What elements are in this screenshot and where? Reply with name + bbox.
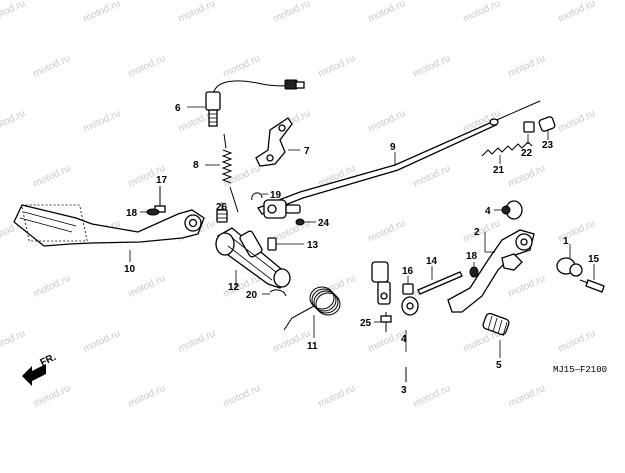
callout-5: 5 xyxy=(496,360,502,371)
watermark-text: motod.ru xyxy=(32,163,72,190)
watermark-text: motod.ru xyxy=(462,218,502,245)
watermark-text: motod.ru xyxy=(367,218,407,245)
watermark-text: motod.ru xyxy=(412,383,452,410)
watermark-text: motod.ru xyxy=(222,53,262,80)
watermark-text: motod.ru xyxy=(222,383,262,410)
callout-4-upper: 4 xyxy=(485,206,491,217)
watermark-text: motod.ru xyxy=(317,383,357,410)
callout-25: 25 xyxy=(360,318,372,329)
callout-21: 21 xyxy=(493,165,505,176)
watermark-text: motod.ru xyxy=(82,108,122,135)
watermark-text: motod.ru xyxy=(222,163,262,190)
watermark-text: motod.ru xyxy=(32,273,72,300)
callout-18-right: 18 xyxy=(466,251,478,262)
watermark-text: motod.ru xyxy=(82,0,122,25)
part-24-joint xyxy=(263,199,316,226)
callout-6: 6 xyxy=(175,103,181,114)
part-6-brake-switch xyxy=(187,79,305,127)
watermark-text: motod.ru xyxy=(507,273,547,300)
callout-8: 8 xyxy=(193,160,199,171)
part-10-pedal xyxy=(13,204,205,262)
part-4-joint-upper xyxy=(494,200,523,220)
callout-4-lower: 4 xyxy=(401,334,407,345)
callout-16: 16 xyxy=(402,266,414,277)
watermark-text: motod.ru xyxy=(367,108,407,135)
part-18-washer-right xyxy=(469,262,479,278)
watermark-text: motod.ru xyxy=(127,383,167,410)
callout-11: 11 xyxy=(307,341,318,352)
part-7-bracket xyxy=(255,117,300,167)
part-23-cap xyxy=(538,116,556,140)
callout-7: 7 xyxy=(304,146,310,157)
part-26-bolt xyxy=(216,202,228,223)
watermark-text: motod.ru xyxy=(317,273,357,300)
watermark-text: motod.ru xyxy=(507,53,547,80)
callout-23: 23 xyxy=(542,140,554,151)
watermark-text: motod.ru xyxy=(557,0,597,25)
watermark-text: motod.ru xyxy=(462,0,502,25)
part-14-bolt xyxy=(417,266,463,295)
callout-24: 24 xyxy=(318,218,330,229)
part-19-clip xyxy=(251,192,268,201)
watermark-text: motod.ru xyxy=(177,0,217,25)
part-1-collar xyxy=(556,244,583,277)
watermark-text: motod.ru xyxy=(367,0,407,25)
part-5-rubber xyxy=(482,312,510,358)
callout-26: 26 xyxy=(216,202,228,213)
watermark-text: motod.ru xyxy=(32,383,72,410)
part-4-joint-lower xyxy=(401,296,419,316)
part-13-pin xyxy=(267,237,304,251)
callout-14: 14 xyxy=(426,256,438,267)
callout-13: 13 xyxy=(307,240,319,251)
part-17-bolt xyxy=(154,186,166,213)
part-20-clip xyxy=(262,289,287,297)
watermark-text: motod.ru xyxy=(272,0,312,25)
callout-20: 20 xyxy=(246,290,258,301)
part-21-spring xyxy=(481,141,533,164)
front-indicator: FR. xyxy=(39,352,58,369)
diagram-reference-code: MJ15—F2100 xyxy=(553,365,607,375)
part-2-gearshift-pedal xyxy=(447,229,535,313)
callout-18-left: 18 xyxy=(126,208,138,219)
watermark-text: motod.ru xyxy=(317,53,357,80)
callout-12: 12 xyxy=(228,282,240,293)
callout-3: 3 xyxy=(401,385,407,396)
callout-9: 9 xyxy=(390,142,396,153)
callout-17: 17 xyxy=(156,175,168,186)
watermark-text: motod.ru xyxy=(127,273,167,300)
watermark-text: motod.ru xyxy=(32,53,72,80)
watermark-text: motod.ru xyxy=(557,108,597,135)
watermark-text: motod.ru xyxy=(557,328,597,355)
watermark-text: motod.ru xyxy=(0,0,27,25)
watermark-text: motod.ru xyxy=(507,383,547,410)
callout-19: 19 xyxy=(270,190,282,201)
callout-15: 15 xyxy=(588,254,600,265)
part-3-linkage xyxy=(371,261,407,382)
front-arrow-icon xyxy=(22,364,46,386)
watermark-text: motod.ru xyxy=(507,163,547,190)
watermark-text: motod.ru xyxy=(177,328,217,355)
watermark-text: motod.ru xyxy=(412,53,452,80)
part-22-nut xyxy=(523,121,535,144)
part-16-nut xyxy=(402,276,414,295)
callout-22: 22 xyxy=(521,148,533,159)
callout-2: 2 xyxy=(474,227,480,238)
callout-1: 1 xyxy=(563,236,569,247)
part-25-bolt xyxy=(374,312,392,332)
part-8-spring xyxy=(205,133,239,213)
part-11-spring xyxy=(283,286,341,338)
watermark-text: motod.ru xyxy=(0,108,27,135)
watermark-text: motod.ru xyxy=(82,328,122,355)
watermark-text: motod.ru xyxy=(412,163,452,190)
callout-10: 10 xyxy=(124,264,136,275)
watermark-text: motod.ru xyxy=(0,328,27,355)
part-15-bolt xyxy=(579,264,605,293)
watermark-text: motod.ru xyxy=(127,53,167,80)
part-12-shaft xyxy=(215,227,291,289)
part-18-washer xyxy=(140,208,160,216)
watermark-text: motod.ru xyxy=(272,328,312,355)
